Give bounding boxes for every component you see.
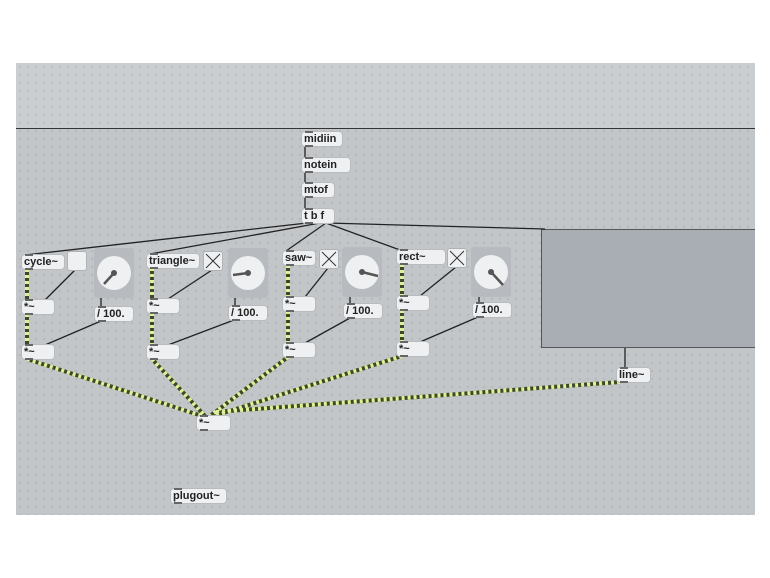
- multiply-sum-object[interactable]: *~: [197, 415, 230, 431]
- dial-cycle[interactable]: [94, 248, 134, 298]
- toggle-saw[interactable]: [320, 250, 338, 268]
- toggle-triangle[interactable]: [204, 252, 222, 270]
- divide-object[interactable]: / 100.: [95, 306, 133, 322]
- divide-object[interactable]: / 100.: [229, 305, 267, 321]
- multiply-object[interactable]: *~: [147, 344, 179, 360]
- dial-saw[interactable]: [342, 247, 382, 297]
- plugout-object[interactable]: plugout~: [171, 488, 226, 504]
- multiply-object[interactable]: *~: [22, 299, 54, 315]
- multiply-object[interactable]: *~: [397, 341, 429, 357]
- mtof-object[interactable]: mtof: [302, 182, 334, 198]
- midiin-object[interactable]: midiin: [302, 131, 342, 147]
- panel-object[interactable]: [541, 229, 755, 348]
- multiply-object[interactable]: *~: [283, 342, 315, 358]
- multiply-object[interactable]: *~: [397, 295, 429, 311]
- toggle-rect[interactable]: [448, 249, 466, 267]
- notein-object[interactable]: notein: [302, 157, 350, 173]
- cycle-object[interactable]: cycle~: [22, 254, 64, 270]
- dial-rect[interactable]: [471, 247, 511, 297]
- divide-object[interactable]: / 100.: [344, 303, 382, 319]
- x-icon: [449, 250, 465, 266]
- multiply-object[interactable]: *~: [22, 344, 54, 360]
- multiply-object[interactable]: *~: [147, 298, 179, 314]
- patcher-header-area: [16, 63, 755, 129]
- triangle-object[interactable]: triangle~: [147, 253, 199, 269]
- line-object[interactable]: line~: [617, 367, 650, 383]
- saw-object[interactable]: saw~: [283, 250, 315, 266]
- trigger-object[interactable]: t b f: [302, 208, 334, 224]
- x-icon: [205, 253, 221, 269]
- divide-object[interactable]: / 100.: [473, 302, 511, 318]
- x-icon: [321, 251, 337, 267]
- toggle-cycle[interactable]: [68, 252, 86, 270]
- rect-object[interactable]: rect~: [397, 249, 445, 265]
- multiply-object[interactable]: *~: [283, 296, 315, 312]
- dial-triangle[interactable]: [228, 248, 268, 298]
